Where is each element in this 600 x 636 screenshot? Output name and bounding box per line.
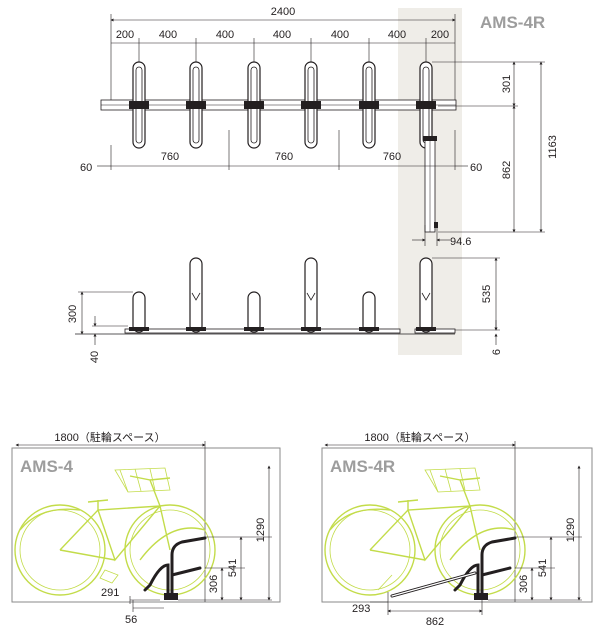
dim-306-right: 306 — [518, 575, 530, 593]
dim-300-text: 300 — [67, 305, 79, 323]
dim-862-text: 862 — [501, 161, 513, 179]
side-title-left: AMS-4 — [20, 457, 73, 476]
dim-1290-left: 1290 — [255, 518, 267, 542]
dim-301-text: 301 — [501, 75, 513, 93]
dim-541-left: 541 — [227, 559, 239, 577]
bicycle-right — [324, 467, 526, 596]
dim-56-left: 56 — [125, 614, 137, 626]
front-dimensions: 300 40 535 6 — [67, 257, 503, 363]
overall-width-dimension: 2400 — [110, 6, 456, 100]
extension-rail — [423, 136, 438, 233]
rack-right — [390, 536, 517, 600]
space-label-right: 1800（駐輪スペース） — [364, 430, 475, 444]
top-model-label: AMS-4R — [480, 13, 545, 32]
front-post-4 — [301, 257, 321, 333]
dim-94-6: 94.6 — [412, 225, 471, 248]
spacing-text-5: 400 — [331, 29, 349, 41]
side-view-ams4r: 1800（駐輪スペース） AMS-4R — [321, 430, 593, 628]
dim-40-text: 40 — [89, 351, 101, 363]
side-panel-left — [11, 447, 281, 603]
front-post-5 — [359, 291, 379, 333]
side-dims-left: 1290 541 306 291 56 — [101, 465, 272, 626]
dim-291-left: 291 — [101, 587, 119, 599]
spacing-dimension-row: 200 400 400 400 400 400 200 — [111, 29, 455, 62]
dim-541-right: 541 — [537, 559, 549, 577]
edge-left-text: 60 — [80, 162, 92, 174]
dim-1163-text: 1163 — [547, 135, 559, 159]
front-post-1 — [129, 291, 149, 333]
spacing-text-7: 200 — [431, 29, 449, 41]
dim-94-6-text: 94.6 — [450, 236, 471, 248]
dim-293-right: 293 — [352, 603, 370, 615]
spacing-text-1: 200 — [116, 29, 134, 41]
lower-spacing-3: 760 — [383, 151, 401, 163]
spacing-text-3: 400 — [216, 29, 234, 41]
top-clamps — [129, 101, 436, 109]
front-post-2 — [186, 257, 206, 333]
dim-862-right: 862 — [426, 616, 444, 628]
rack-left — [143, 536, 207, 600]
side-view-ams4: 1800（駐輪スペース） AMS-4 — [11, 430, 281, 626]
lower-spacing-row: 760 760 760 60 60 — [80, 130, 482, 174]
lower-spacing-2: 760 — [275, 151, 293, 163]
side-dims-right: 1290 541 306 293 862 — [352, 465, 582, 628]
spacing-text-2: 400 — [159, 29, 177, 41]
front-post-6 — [416, 257, 436, 333]
side-title-right: AMS-4R — [330, 457, 395, 476]
overall-width-text: 2400 — [271, 6, 295, 18]
lower-spacing-1: 760 — [161, 151, 179, 163]
space-label-left: 1800（駐輪スペース） — [54, 430, 165, 444]
dim-306-left: 306 — [208, 575, 220, 593]
top-base-rail — [100, 99, 457, 111]
spacing-text-6: 400 — [388, 29, 406, 41]
dim-535-text: 535 — [481, 285, 493, 303]
spacing-text-4: 400 — [273, 29, 291, 41]
dim-1290-right: 1290 — [565, 518, 577, 542]
side-panel-right — [321, 447, 593, 603]
vertical-dimensions-top: 301 862 1163 — [432, 61, 559, 233]
bicycle-left — [14, 467, 216, 596]
front-post-3 — [244, 291, 264, 333]
edge-right-text: 60 — [470, 162, 482, 174]
dim-6-text: 6 — [491, 349, 503, 355]
